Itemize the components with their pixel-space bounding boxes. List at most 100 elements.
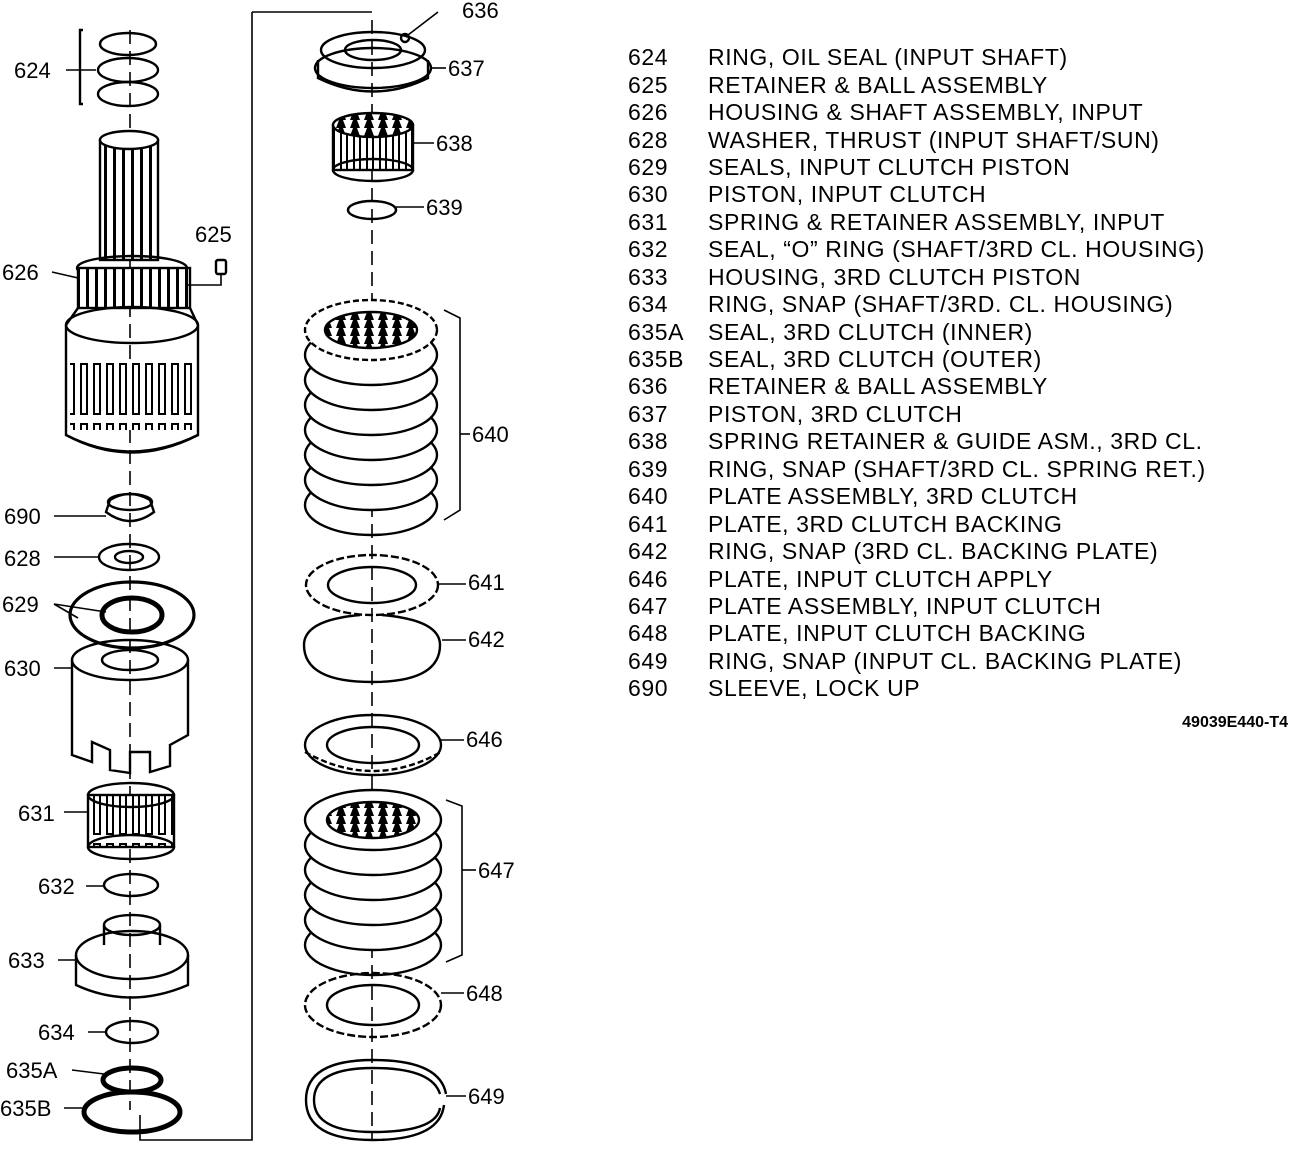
callout-647: 647 [478,858,515,883]
legend-part-description: RETAINER & BALL ASSEMBLY [708,373,1048,400]
legend-row: 635B SEAL, 3RD CLUTCH (OUTER) [628,346,1288,373]
legend-part-description: PLATE ASSEMBLY, 3RD CLUTCH [708,483,1078,510]
legend-part-number: 635A [628,318,685,345]
legend-row: 636 RETAINER & BALL ASSEMBLY [628,373,1288,400]
legend-part-number: 642 [628,538,669,565]
legend-part-number: 624 [628,44,669,71]
legend-part-description: PLATE, 3RD CLUTCH BACKING [708,510,1063,537]
callout-637: 637 [448,56,485,81]
legend-part-number: 647 [628,592,669,619]
legend-row: 625 RETAINER & BALL ASSEMBLY [628,71,1288,98]
callout-625: 625 [195,222,232,247]
legend-part-number: 635B [628,346,685,373]
plate-stack-647 [303,788,463,977]
callout-635a: 635A [6,1058,58,1083]
legend-part-description: HOUSING, 3RD CLUTCH PISTON [708,263,1081,290]
legend-row: 642 RING, SNAP (3RD CL. BACKING PLATE) [628,538,1288,565]
legend-part-description: SPRING RETAINER & GUIDE ASM., 3RD CL. [708,428,1203,455]
legend-row: 632 SEAL, “O” RING (SHAFT/3RD CL. HOUSING… [628,236,1288,263]
callout-632: 632 [38,874,75,899]
legend-row: 641 PLATE, 3RD CLUTCH BACKING [628,510,1288,537]
legend-part-number: 639 [628,455,669,482]
legend-part-number: 638 [628,428,669,455]
oil-seal-rings [78,28,160,108]
legend-part-description: PISTON, INPUT CLUTCH [708,181,987,208]
legend-part-number: 630 [628,181,669,208]
legend-part-number: 625 [628,71,669,98]
callout-635b: 635B [0,1096,51,1121]
legend-part-number: 646 [628,565,669,592]
legend-row: 633 HOUSING, 3RD CLUTCH PISTON [628,264,1288,291]
legend-part-number: 632 [628,236,669,263]
legend-row: 631 SPRING & RETAINER ASSEMBLY, INPUT [628,209,1288,236]
callout-638: 638 [436,131,473,156]
callout-629: 629 [2,592,39,617]
legend-row: 624 RING, OIL SEAL (INPUT SHAFT) [628,44,1288,71]
callout-626: 626 [2,260,39,285]
plate-stack-640 [303,298,461,537]
legend-part-description: RING, SNAP (3RD CL. BACKING PLATE) [708,538,1159,565]
legend-row: 630 PISTON, INPUT CLUTCH [628,181,1288,208]
callout-648: 648 [466,981,503,1006]
callout-642: 642 [468,627,505,652]
callout-641: 641 [468,570,505,595]
callout-640: 640 [472,422,509,447]
legend-part-number: 690 [628,675,669,702]
legend-part-description: RING, SNAP (INPUT CL. BACKING PLATE) [708,647,1183,674]
legend-row: 629 SEALS, INPUT CLUTCH PISTON [628,154,1288,181]
legend-part-description: RING, SNAP (SHAFT/3RD CL. SPRING RET.) [708,455,1206,482]
legend-part-description: PISTON, 3RD CLUTCH [708,400,963,427]
legend-row: 649 RING, SNAP (INPUT CL. BACKING PLATE) [628,648,1288,675]
legend-part-number: 634 [628,291,669,318]
legend-row: 648 PLATE, INPUT CLUTCH BACKING [628,620,1288,647]
legend-part-description: SEAL, 3RD CLUTCH (OUTER) [708,346,1042,373]
legend-part-number: 626 [628,99,669,126]
legend-row: 640 PLATE ASSEMBLY, 3RD CLUTCH [628,483,1288,510]
legend-row: 626 HOUSING & SHAFT ASSEMBLY, INPUT [628,99,1288,126]
legend-part-description: WASHER, THRUST (INPUT SHAFT/SUN) [708,126,1160,153]
legend-part-description: RING, SNAP (SHAFT/3RD. CL. HOUSING) [708,291,1174,318]
legend-part-number: 637 [628,400,669,427]
callout-624: 624 [14,58,51,83]
legend-part-number: 648 [628,620,669,647]
callout-633: 633 [8,948,45,973]
legend-part-description: HOUSING & SHAFT ASSEMBLY, INPUT [708,99,1144,126]
legend-row: 638 SPRING RETAINER & GUIDE ASM., 3RD CL. [628,428,1288,455]
legend-part-number: 636 [628,373,669,400]
legend-row: 639 RING, SNAP (SHAFT/3RD CL. SPRING RET.… [628,456,1288,483]
legend-part-description: RING, OIL SEAL (INPUT SHAFT) [708,44,1068,71]
callout-628: 628 [4,546,41,571]
legend-part-description: SEAL, 3RD CLUTCH (INNER) [708,318,1033,345]
callout-630: 630 [4,656,41,681]
legend-row: 646 PLATE, INPUT CLUTCH APPLY [628,565,1288,592]
legend-part-number: 633 [628,263,669,290]
legend-part-number: 631 [628,208,669,235]
input-housing-shaft [64,129,200,454]
legend-part-number: 649 [628,647,669,674]
legend-part-number: 640 [628,483,669,510]
legend-part-number: 629 [628,153,669,180]
legend-row: 635A SEAL, 3RD CLUTCH (INNER) [628,318,1288,345]
callout-634: 634 [38,1020,75,1045]
legend-part-description: RETAINER & BALL ASSEMBLY [708,71,1048,98]
callout-646: 646 [466,727,503,752]
legend-part-description: SEAL, “O” RING (SHAFT/3RD CL. HOUSING) [708,236,1205,263]
callout-649: 649 [468,1084,505,1109]
callout-639: 639 [426,195,463,220]
callout-631: 631 [18,801,55,826]
callout-636: 636 [462,0,499,23]
legend-part-number: 641 [628,510,669,537]
legend-row: 628 WASHER, THRUST (INPUT SHAFT/SUN) [628,126,1288,153]
legend-part-description: PLATE, INPUT CLUTCH APPLY [708,565,1053,592]
legend-part-number: 628 [628,126,669,153]
legend-row: 634 RING, SNAP (SHAFT/3RD. CL. HOUSING) [628,291,1288,318]
legend-part-description: SEALS, INPUT CLUTCH PISTON [708,153,1071,180]
figure-id: 49039E440-T4 [1182,714,1288,731]
legend-part-description: PLATE, INPUT CLUTCH BACKING [708,620,1087,647]
legend-part-description: SPRING & RETAINER ASSEMBLY, INPUT [708,208,1165,235]
legend-row: 637 PISTON, 3RD CLUTCH [628,401,1288,428]
